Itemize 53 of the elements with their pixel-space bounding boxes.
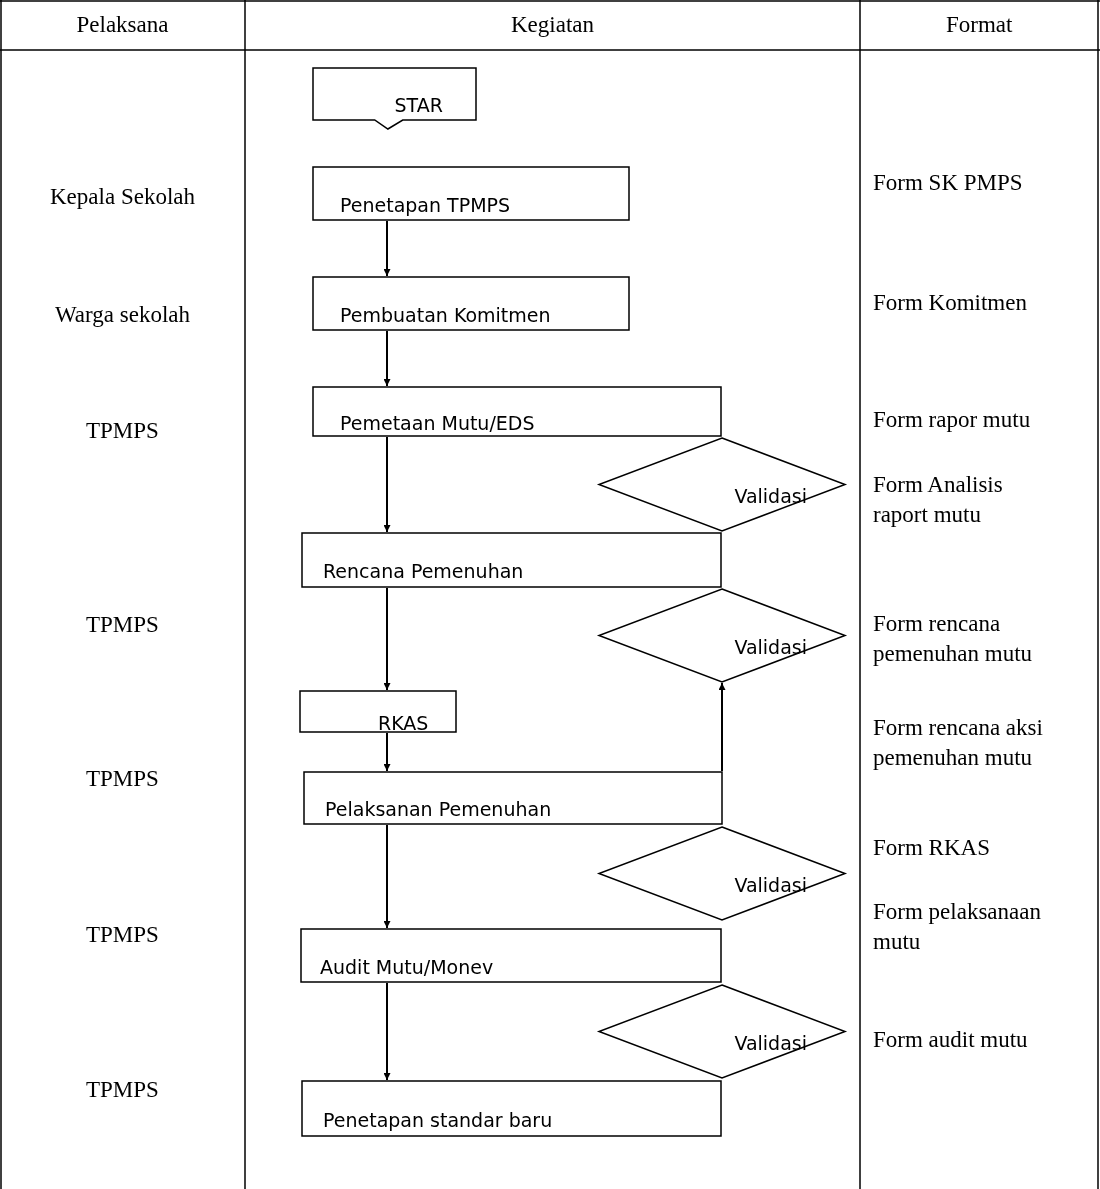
form-label: Form Komitmen: [873, 289, 1027, 317]
arrow: [383, 587, 391, 691]
process-box: [301, 532, 722, 588]
node-label: STAR: [394, 93, 443, 116]
process-box: [300, 928, 722, 983]
form-label: Form rencana pemenuhan mutu: [873, 610, 1034, 668]
form-label: Form Analisis raport mutu: [873, 471, 1004, 529]
decision-diamond: [598, 826, 846, 921]
node-label: Validasi: [734, 1031, 807, 1054]
arrow: [383, 824, 391, 929]
role-label: TPMPS: [86, 765, 159, 793]
decision-diamond: [598, 588, 846, 683]
arrow: [383, 982, 391, 1081]
role-label: TPMPS: [86, 921, 159, 949]
node-label: Validasi: [734, 635, 807, 658]
role-label: Warga sekolah: [55, 301, 191, 329]
form-label: Form rapor mutu: [873, 406, 1031, 434]
process-box: [312, 386, 722, 437]
arrow: [383, 330, 391, 387]
arrow: [383, 220, 391, 277]
arrow: [383, 436, 391, 533]
decision-diamond: [598, 984, 846, 1079]
node-label: Pembuatan Komitmen: [340, 303, 551, 326]
process-box: [312, 166, 630, 221]
decision-diamond: [598, 437, 846, 532]
role-label: Kepala Sekolah: [50, 183, 195, 211]
start-connector: [312, 67, 477, 130]
process-box: [299, 690, 457, 733]
column-header: Format: [946, 11, 1013, 39]
role-label: TPMPS: [86, 611, 159, 639]
node-label: Pelaksanan Pemenuhan: [325, 798, 552, 820]
form-label: Form rencana aksi pemenuhan mutu: [873, 714, 1044, 772]
arrow: [718, 682, 726, 772]
form-label: Form audit mutu: [873, 1026, 1028, 1054]
process-box: [303, 771, 723, 825]
arrow: [383, 732, 391, 772]
column-header: Kegiatan: [511, 11, 594, 39]
node-label: RKAS: [378, 711, 429, 734]
role-label: TPMPS: [86, 1076, 159, 1104]
node-label: Audit Mutu/Monev: [320, 955, 494, 978]
form-label: Form RKAS: [873, 834, 990, 862]
node-label: Pemetaan Mutu/EDS: [340, 411, 535, 434]
form-label: Form pelaksanaan mutu: [873, 898, 1042, 956]
process-box: [312, 276, 630, 331]
node-label: Validasi: [734, 873, 807, 896]
node-label: Validasi: [734, 484, 807, 507]
role-label: TPMPS: [86, 417, 159, 445]
process-box: [301, 1080, 722, 1137]
node-label: Rencana Pemenuhan: [323, 560, 524, 582]
node-label: Penetapan TPMPS: [340, 193, 511, 216]
column-header: Pelaksana: [76, 11, 169, 39]
form-label: Form SK PMPS: [873, 169, 1023, 197]
node-label: Penetapan standar baru: [323, 1108, 553, 1131]
